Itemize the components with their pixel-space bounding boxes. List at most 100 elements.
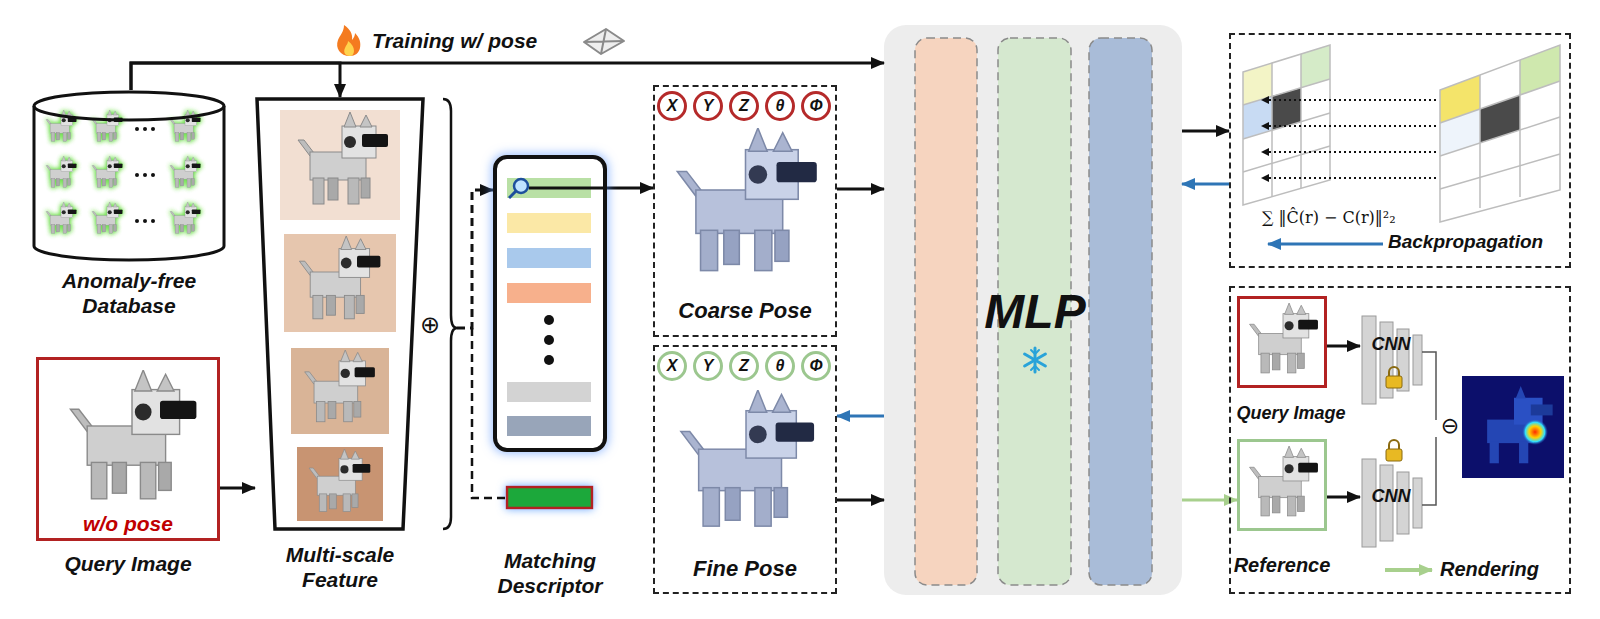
mlp-layers <box>915 38 977 585</box>
database-samples <box>92 110 123 141</box>
descriptor-bars <box>544 335 554 345</box>
mlp-layers <box>884 25 1182 595</box>
pixel-grid <box>1440 154 1560 189</box>
pixel-grid <box>1479 75 1481 208</box>
node-label: Anomaly-free Database <box>39 268 219 318</box>
ellipsis-dots <box>143 127 147 131</box>
descriptor-bars <box>507 283 591 303</box>
descriptor-bars <box>507 213 591 233</box>
database-samples <box>92 156 123 187</box>
connector-arrow <box>1182 183 1229 186</box>
image-box: Query Image <box>1237 296 1327 388</box>
connector-arrow <box>607 187 653 190</box>
pixel-grid <box>1262 99 1436 101</box>
pose-param-circle: θ <box>765 351 795 381</box>
cnn-encoder: CNN <box>1360 316 1422 404</box>
pose-param-circle: Z <box>729 351 759 381</box>
descriptor-bars <box>507 416 591 436</box>
cnn-layers <box>1413 478 1422 528</box>
feature-maps <box>297 447 383 521</box>
ellipsis-dots <box>151 219 155 223</box>
pose-param-circle: Φ <box>801 91 831 121</box>
feature-maps <box>299 236 380 319</box>
query-descriptor <box>507 487 592 508</box>
coarse-render <box>677 128 817 271</box>
feature-maps <box>305 350 375 422</box>
ellipsis-dots <box>135 173 139 177</box>
pose-param-circle: X <box>657 91 687 121</box>
node-label: Coarse Pose <box>653 298 837 324</box>
connector-arrow <box>220 487 255 490</box>
descriptor-bars <box>507 178 607 436</box>
pixel-grid <box>1243 45 1330 205</box>
pixel-grid <box>1301 45 1330 88</box>
node-label: Z <box>732 94 756 118</box>
pixel-grid <box>1262 177 1436 179</box>
pose-param-circle: Y <box>693 351 723 381</box>
pixel-grid <box>1262 100 1436 178</box>
fire-icon <box>337 25 360 56</box>
connector-arrow <box>1327 496 1360 499</box>
descriptor-bars <box>544 355 554 365</box>
pixel-grid <box>1519 60 1521 197</box>
node-label: Y <box>696 94 720 118</box>
loss-box: ∑ ‖Ĉ(r) − C(r)‖²₂Backpropagation <box>1229 33 1571 268</box>
lock-icon <box>1389 367 1399 376</box>
pose-param-circle: Φ <box>801 351 831 381</box>
fire-icon <box>344 41 354 56</box>
cnn-encoder: CNN <box>1360 459 1422 547</box>
feature-maps <box>298 112 388 204</box>
camera-icon <box>584 29 624 54</box>
cnn-layers <box>1413 335 1422 385</box>
database-cylinder-outline <box>31 90 227 262</box>
node-label: CNN <box>1360 334 1422 356</box>
node-label: Fine Pose <box>653 556 837 582</box>
pixel-grid <box>1262 125 1436 127</box>
reference-dog <box>1250 446 1318 516</box>
node-label: w/o pose <box>36 511 220 536</box>
snowflake-icon <box>1025 354 1046 366</box>
anomaly-map <box>1462 376 1564 478</box>
connector-arrow <box>1327 345 1360 348</box>
node-label: CNN <box>1360 486 1422 508</box>
feature-pyramid-outline <box>443 99 457 529</box>
anomaly-map <box>1522 419 1548 445</box>
anomaly-map <box>1462 376 1564 478</box>
anomaly-map <box>1487 386 1553 463</box>
node-label: ∑ ‖Ĉ(r) − C(r)‖²₂ <box>1262 208 1437 227</box>
database-cylinder-outline <box>34 106 224 260</box>
database-samples <box>92 202 123 233</box>
node-label: X <box>660 354 684 378</box>
mlp-layers <box>884 25 1182 595</box>
feature-maps <box>280 110 400 521</box>
node-label: Matching Descriptor <box>480 548 620 598</box>
fire-icon <box>337 25 360 56</box>
connector-arrow <box>1182 130 1229 133</box>
ellipsis-dots <box>135 127 155 223</box>
camera-icon <box>584 29 624 54</box>
node-label: Multi-scale Feature <box>265 542 415 592</box>
snowflake-icon <box>1025 348 1046 372</box>
lock-icon <box>1389 440 1399 449</box>
node-label: Reference <box>1232 553 1332 577</box>
snowflake-icon <box>1025 354 1046 366</box>
node-label: Rendering <box>1440 557 1565 581</box>
database-samples <box>46 202 77 233</box>
node-label: Φ <box>804 94 828 118</box>
pixel-grid <box>1243 96 1272 139</box>
dashed-bracket <box>472 328 505 498</box>
database-cylinder: Anomaly-free Database <box>31 90 227 262</box>
connector-arrow <box>837 499 884 502</box>
pixel-grid <box>1243 45 1560 244</box>
database-samples <box>46 156 77 187</box>
ellipsis-dots <box>135 219 139 223</box>
lock-icon <box>1386 449 1402 461</box>
mlp-panel: MLP <box>884 25 1182 595</box>
database-samples <box>170 202 201 233</box>
query-dog <box>1250 303 1318 373</box>
descriptor-bars <box>544 315 554 325</box>
feature-maps <box>284 234 396 332</box>
lock-icon <box>1386 367 1402 461</box>
cnn-layers <box>1362 316 1376 404</box>
connector-arrow <box>837 188 884 191</box>
